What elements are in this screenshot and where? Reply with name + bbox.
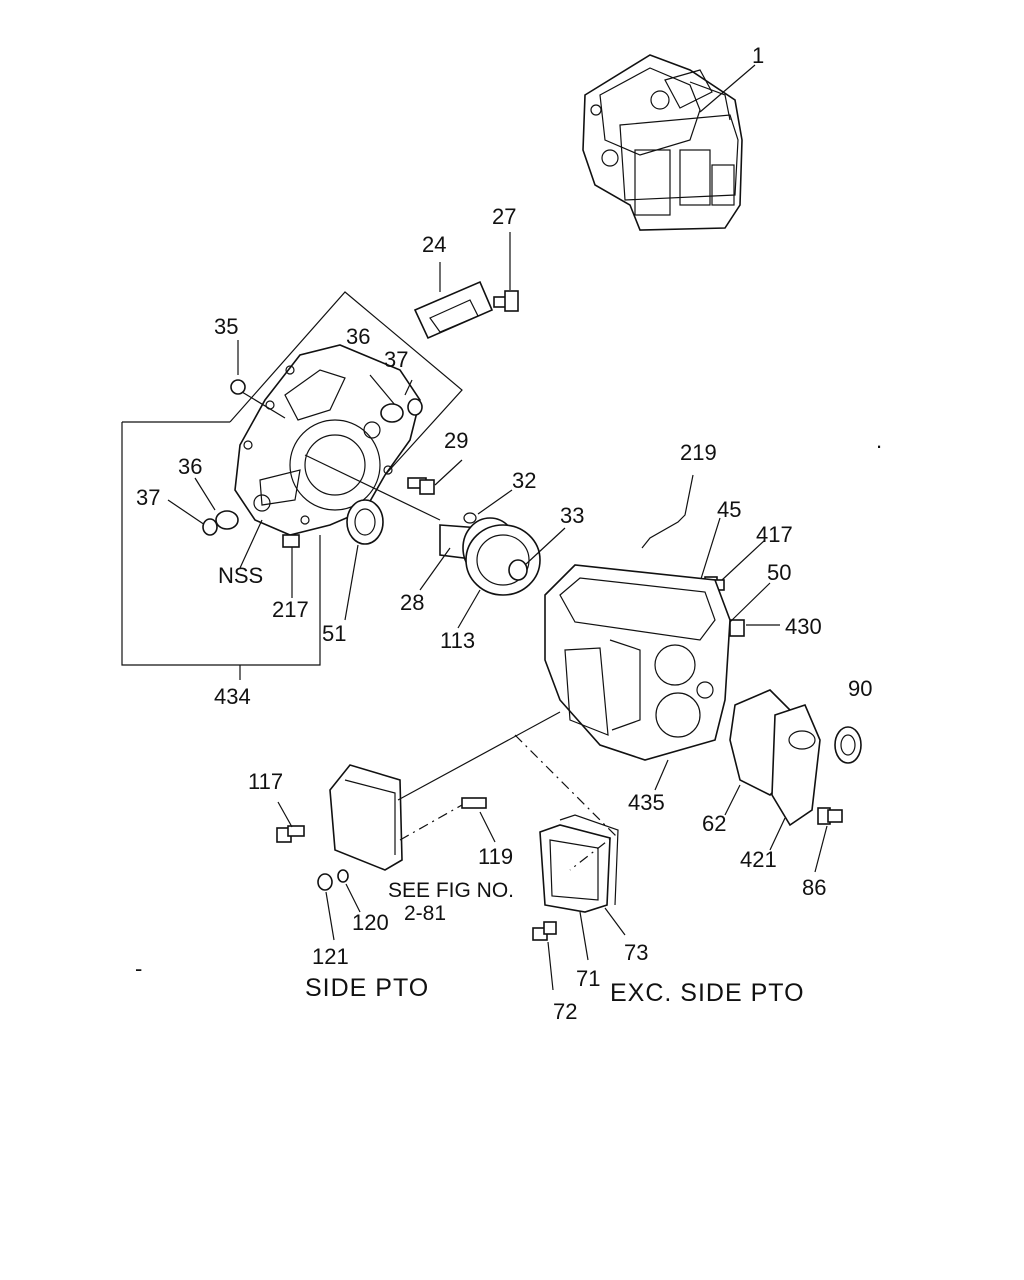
part-label-51: 51 [322,621,346,646]
part-label-120: 120 [352,910,389,935]
part-label-62: 62 [702,811,726,836]
see-fig-caption-line1: SEE FIG NO. [388,879,514,902]
part-label-1: 1 [752,43,764,68]
transmission-assembly-drawing [582,54,756,231]
bolt-27-drawing [493,232,519,312]
part-label-421: 421 [740,847,777,872]
part-label-37: 37 [136,485,160,510]
clutch-housing-drawing [234,344,421,536]
exc-side-pto-caption: EXC. SIDE PTO [610,979,805,1007]
group-frame-434 [121,291,463,680]
part-label-35: 35 [214,314,238,339]
part-label-27: 27 [492,204,516,229]
part-label-nss: NSS [218,563,263,588]
cover-plate-71-73-drawing [514,734,626,991]
part-label-430: 430 [785,614,822,639]
part-label-24: 24 [422,232,446,257]
part-label-28: 28 [400,590,424,615]
rear-cover-drawing [724,689,862,873]
part-label-121: 121 [312,944,349,969]
stray-dot: . [876,428,882,453]
stray-mark: - [135,956,142,981]
part-label-37: 37 [384,347,408,372]
part-label-435: 435 [628,790,665,815]
part-label-217: 217 [272,597,309,622]
part-label-29: 29 [444,428,468,453]
part-label-86: 86 [802,875,826,900]
side-pto-cover-drawing [276,711,561,941]
part-label-434: 434 [214,684,251,709]
part-label-72: 72 [553,999,577,1024]
part-label-36: 36 [178,454,202,479]
part-label-50: 50 [767,560,791,585]
part-label-219: 219 [680,440,717,465]
cover-plate-24-drawing [413,262,494,340]
bearing-retainer-drawing [407,459,566,629]
small-parts-left [202,379,423,548]
see-fig-caption-line2: 2-81 [404,902,446,925]
part-label-73: 73 [624,940,648,965]
part-label-36: 36 [346,324,370,349]
part-label-119: 119 [478,844,513,869]
part-label-33: 33 [560,503,584,528]
leader-lines-housing [167,340,441,621]
part-label-113: 113 [440,628,475,653]
transmission-case-drawing [544,564,731,791]
part-label-90: 90 [848,676,872,701]
part-label-32: 32 [512,468,536,493]
part-label-417: 417 [756,522,793,547]
part-label-117: 117 [248,769,283,794]
part-label-45: 45 [717,497,741,522]
part-label-71: 71 [576,966,600,991]
side-pto-caption: SIDE PTO [305,974,429,1002]
